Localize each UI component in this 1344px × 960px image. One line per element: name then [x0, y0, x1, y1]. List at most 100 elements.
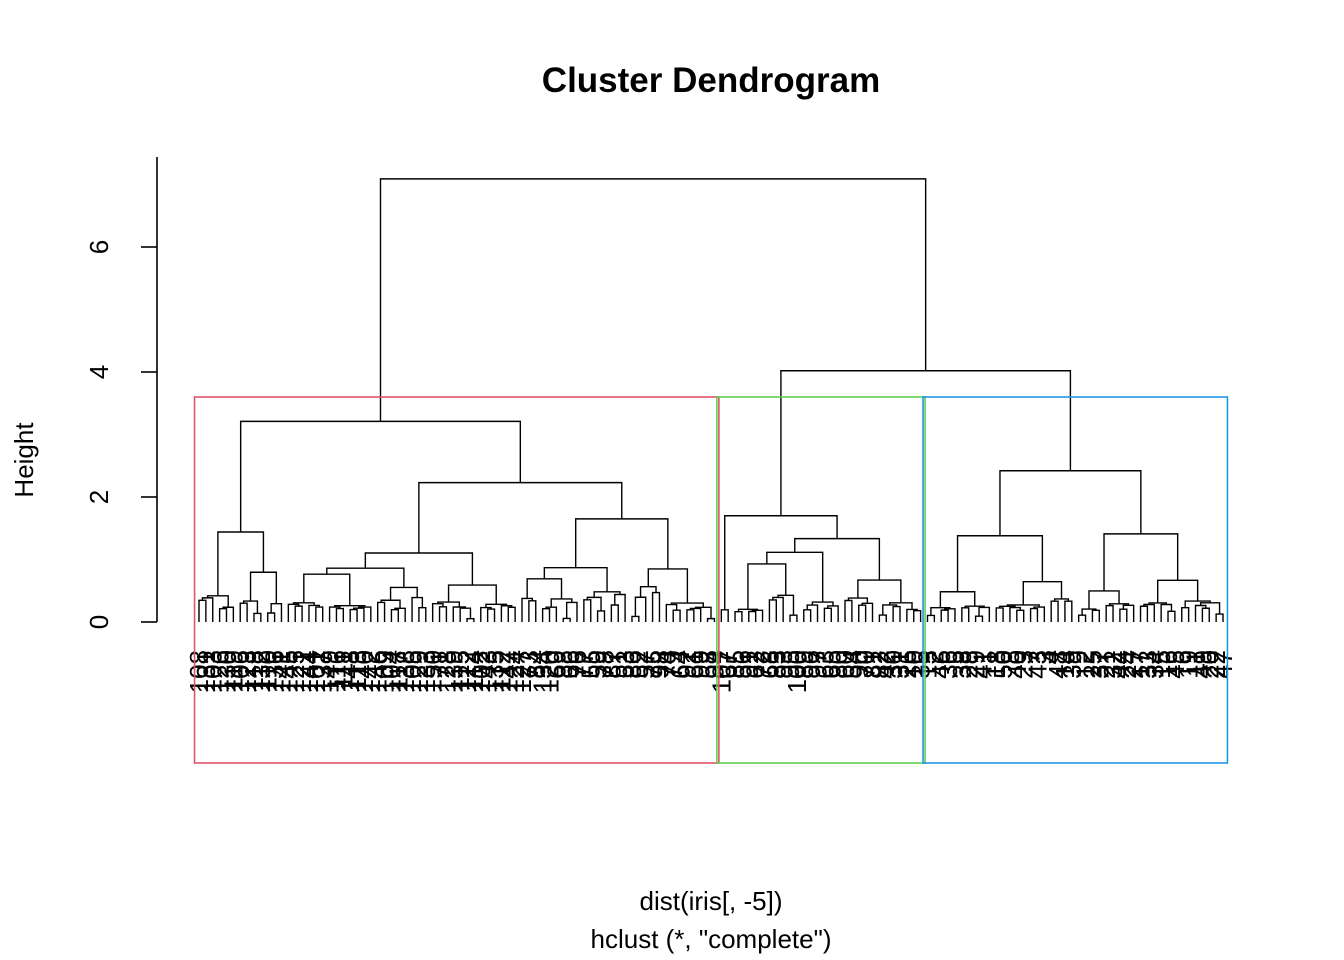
- merge-48: [541, 607, 551, 622]
- leaf-label-112: 112: [486, 650, 516, 691]
- leaf-label-29: 29: [961, 650, 991, 679]
- cluster-rectangles: [193, 396, 1229, 764]
- leaf-label-114: 114: [459, 650, 489, 691]
- leaf-label-128: 128: [431, 650, 461, 693]
- leaf-label-108: 108: [184, 650, 214, 693]
- leaf-label-56: 56: [727, 650, 757, 679]
- merge-76: [720, 609, 729, 622]
- leaf-label-149: 149: [315, 650, 345, 693]
- merge-22: [358, 606, 372, 622]
- merge-109: [961, 607, 970, 622]
- leaf-label-144: 144: [294, 650, 324, 693]
- leaf-label-43: 43: [1022, 650, 1052, 679]
- leaf-label-125: 125: [280, 650, 310, 693]
- merge-91: [766, 551, 824, 603]
- merge-67: [686, 609, 695, 622]
- chart-title: Cluster Dendrogram: [542, 61, 880, 100]
- merge-118: [1029, 607, 1039, 622]
- merge-92: [844, 599, 853, 622]
- merge-39: [486, 608, 496, 622]
- merge-130: [1119, 608, 1128, 622]
- merge-96: [878, 614, 887, 622]
- leaf-label-110: 110: [253, 650, 283, 691]
- merge-136: [1167, 610, 1176, 622]
- merge-82: [772, 596, 784, 622]
- merge-146: [1103, 533, 1179, 591]
- merge-6: [239, 602, 248, 622]
- leaf-label-47: 47: [1208, 650, 1238, 679]
- merge-81: [768, 599, 777, 622]
- merge-125: [956, 535, 1044, 592]
- leaf-label-95: 95: [775, 650, 805, 679]
- merge-13: [294, 605, 303, 622]
- leaf-label-22: 22: [1201, 650, 1231, 679]
- merge-61: [631, 615, 640, 622]
- leaf-label-136: 136: [260, 650, 290, 693]
- merge-119: [1033, 606, 1046, 622]
- merge-83: [789, 614, 798, 622]
- leaf-label-85: 85: [720, 650, 750, 679]
- leaf-label-99: 99: [686, 650, 716, 679]
- leaf-label-28: 28: [954, 650, 984, 679]
- leaf-label-96: 96: [796, 650, 826, 679]
- merge-131: [1122, 604, 1135, 622]
- merge-94: [861, 602, 874, 622]
- y-tick-label-0: 0: [84, 615, 114, 629]
- leaf-label-141: 141: [266, 650, 296, 693]
- leaf-label-109: 109: [370, 650, 400, 693]
- leaf-label-74: 74: [651, 650, 681, 679]
- leaf-label-63: 63: [809, 650, 839, 679]
- leaf-label-1: 1: [974, 650, 1004, 664]
- leaf-label-52: 52: [624, 650, 654, 679]
- leaf-label-48: 48: [1043, 650, 1073, 679]
- leaf-label-94: 94: [699, 650, 729, 679]
- leaf-label-71: 71: [425, 650, 455, 679]
- leaf-label-111: 111: [328, 650, 358, 690]
- merge-33: [438, 606, 448, 622]
- leaf-label-37: 37: [1084, 650, 1114, 679]
- merge-126: [1077, 614, 1087, 622]
- merge-135: [1143, 603, 1155, 622]
- leaf-label-31: 31: [885, 650, 915, 679]
- leaf-label-148: 148: [335, 650, 365, 693]
- leaf-label-107: 107: [706, 650, 736, 693]
- leaf-label-123: 123: [232, 650, 262, 693]
- merge-55: [596, 610, 606, 622]
- merge-37: [452, 606, 467, 622]
- leaf-label-142: 142: [356, 650, 386, 693]
- merge-3: [218, 608, 228, 622]
- merge-50: [562, 617, 571, 622]
- leaf-label-8: 8: [995, 650, 1025, 664]
- merge-62: [634, 596, 647, 622]
- merge-115: [1016, 609, 1025, 622]
- leaf-label-27: 27: [1119, 650, 1149, 679]
- leaf-label-20: 20: [1194, 650, 1224, 679]
- x-axis-subtitle: hclust (*, "complete"): [591, 924, 832, 954]
- merge-73: [575, 518, 669, 569]
- leaf-label-117: 117: [383, 650, 413, 691]
- merge-86: [803, 609, 812, 622]
- merge-26: [390, 608, 399, 622]
- leaf-label-115: 115: [445, 650, 475, 691]
- merge-97: [892, 605, 901, 622]
- leaf-label-147: 147: [493, 650, 523, 693]
- merge-78: [748, 610, 757, 622]
- merge-36: [459, 607, 472, 622]
- merge-54: [583, 599, 592, 622]
- merge-46: [528, 600, 537, 622]
- leaf-label-102: 102: [466, 650, 496, 693]
- leaf-label-116: 116: [321, 650, 351, 691]
- merge-88: [823, 607, 832, 622]
- leaf-label-83: 83: [761, 650, 791, 679]
- merge-137: [1160, 603, 1173, 622]
- leaf-label-139: 139: [438, 650, 468, 693]
- leaf-label-97: 97: [803, 650, 833, 679]
- merge-142: [1215, 613, 1224, 622]
- merge-74: [418, 481, 623, 553]
- leaf-label-105: 105: [397, 650, 427, 693]
- leaf-labels: 1081311031261301191061231181321101361411…: [184, 650, 1238, 693]
- leaf-label-124: 124: [500, 650, 530, 693]
- merge-15: [315, 606, 324, 622]
- merge-14: [287, 603, 300, 622]
- leaf-label-137: 137: [308, 650, 338, 693]
